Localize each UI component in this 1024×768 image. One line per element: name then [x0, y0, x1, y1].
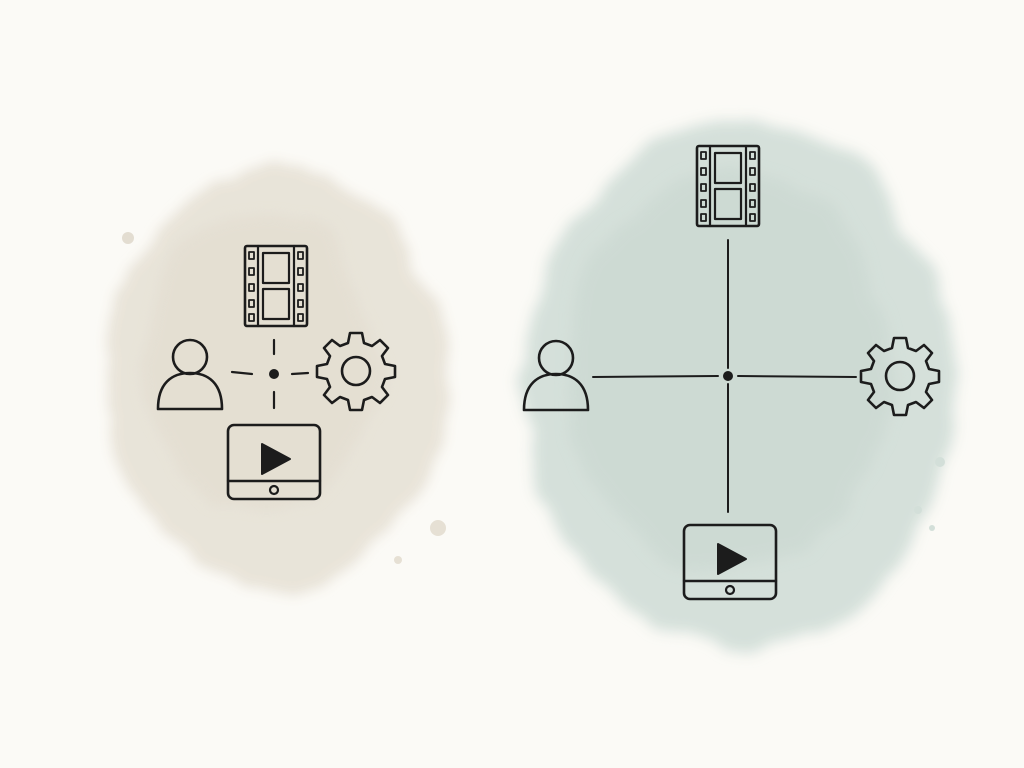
right-wash-blob [525, 120, 955, 650]
compact-hub-diagram [156, 244, 397, 501]
expanded-hub-diagram [522, 144, 941, 601]
expanded-hub-dot [723, 371, 733, 381]
compact-connectors [230, 338, 310, 410]
expanded-connectors [592, 239, 857, 513]
compact-hub-dot [269, 369, 279, 379]
